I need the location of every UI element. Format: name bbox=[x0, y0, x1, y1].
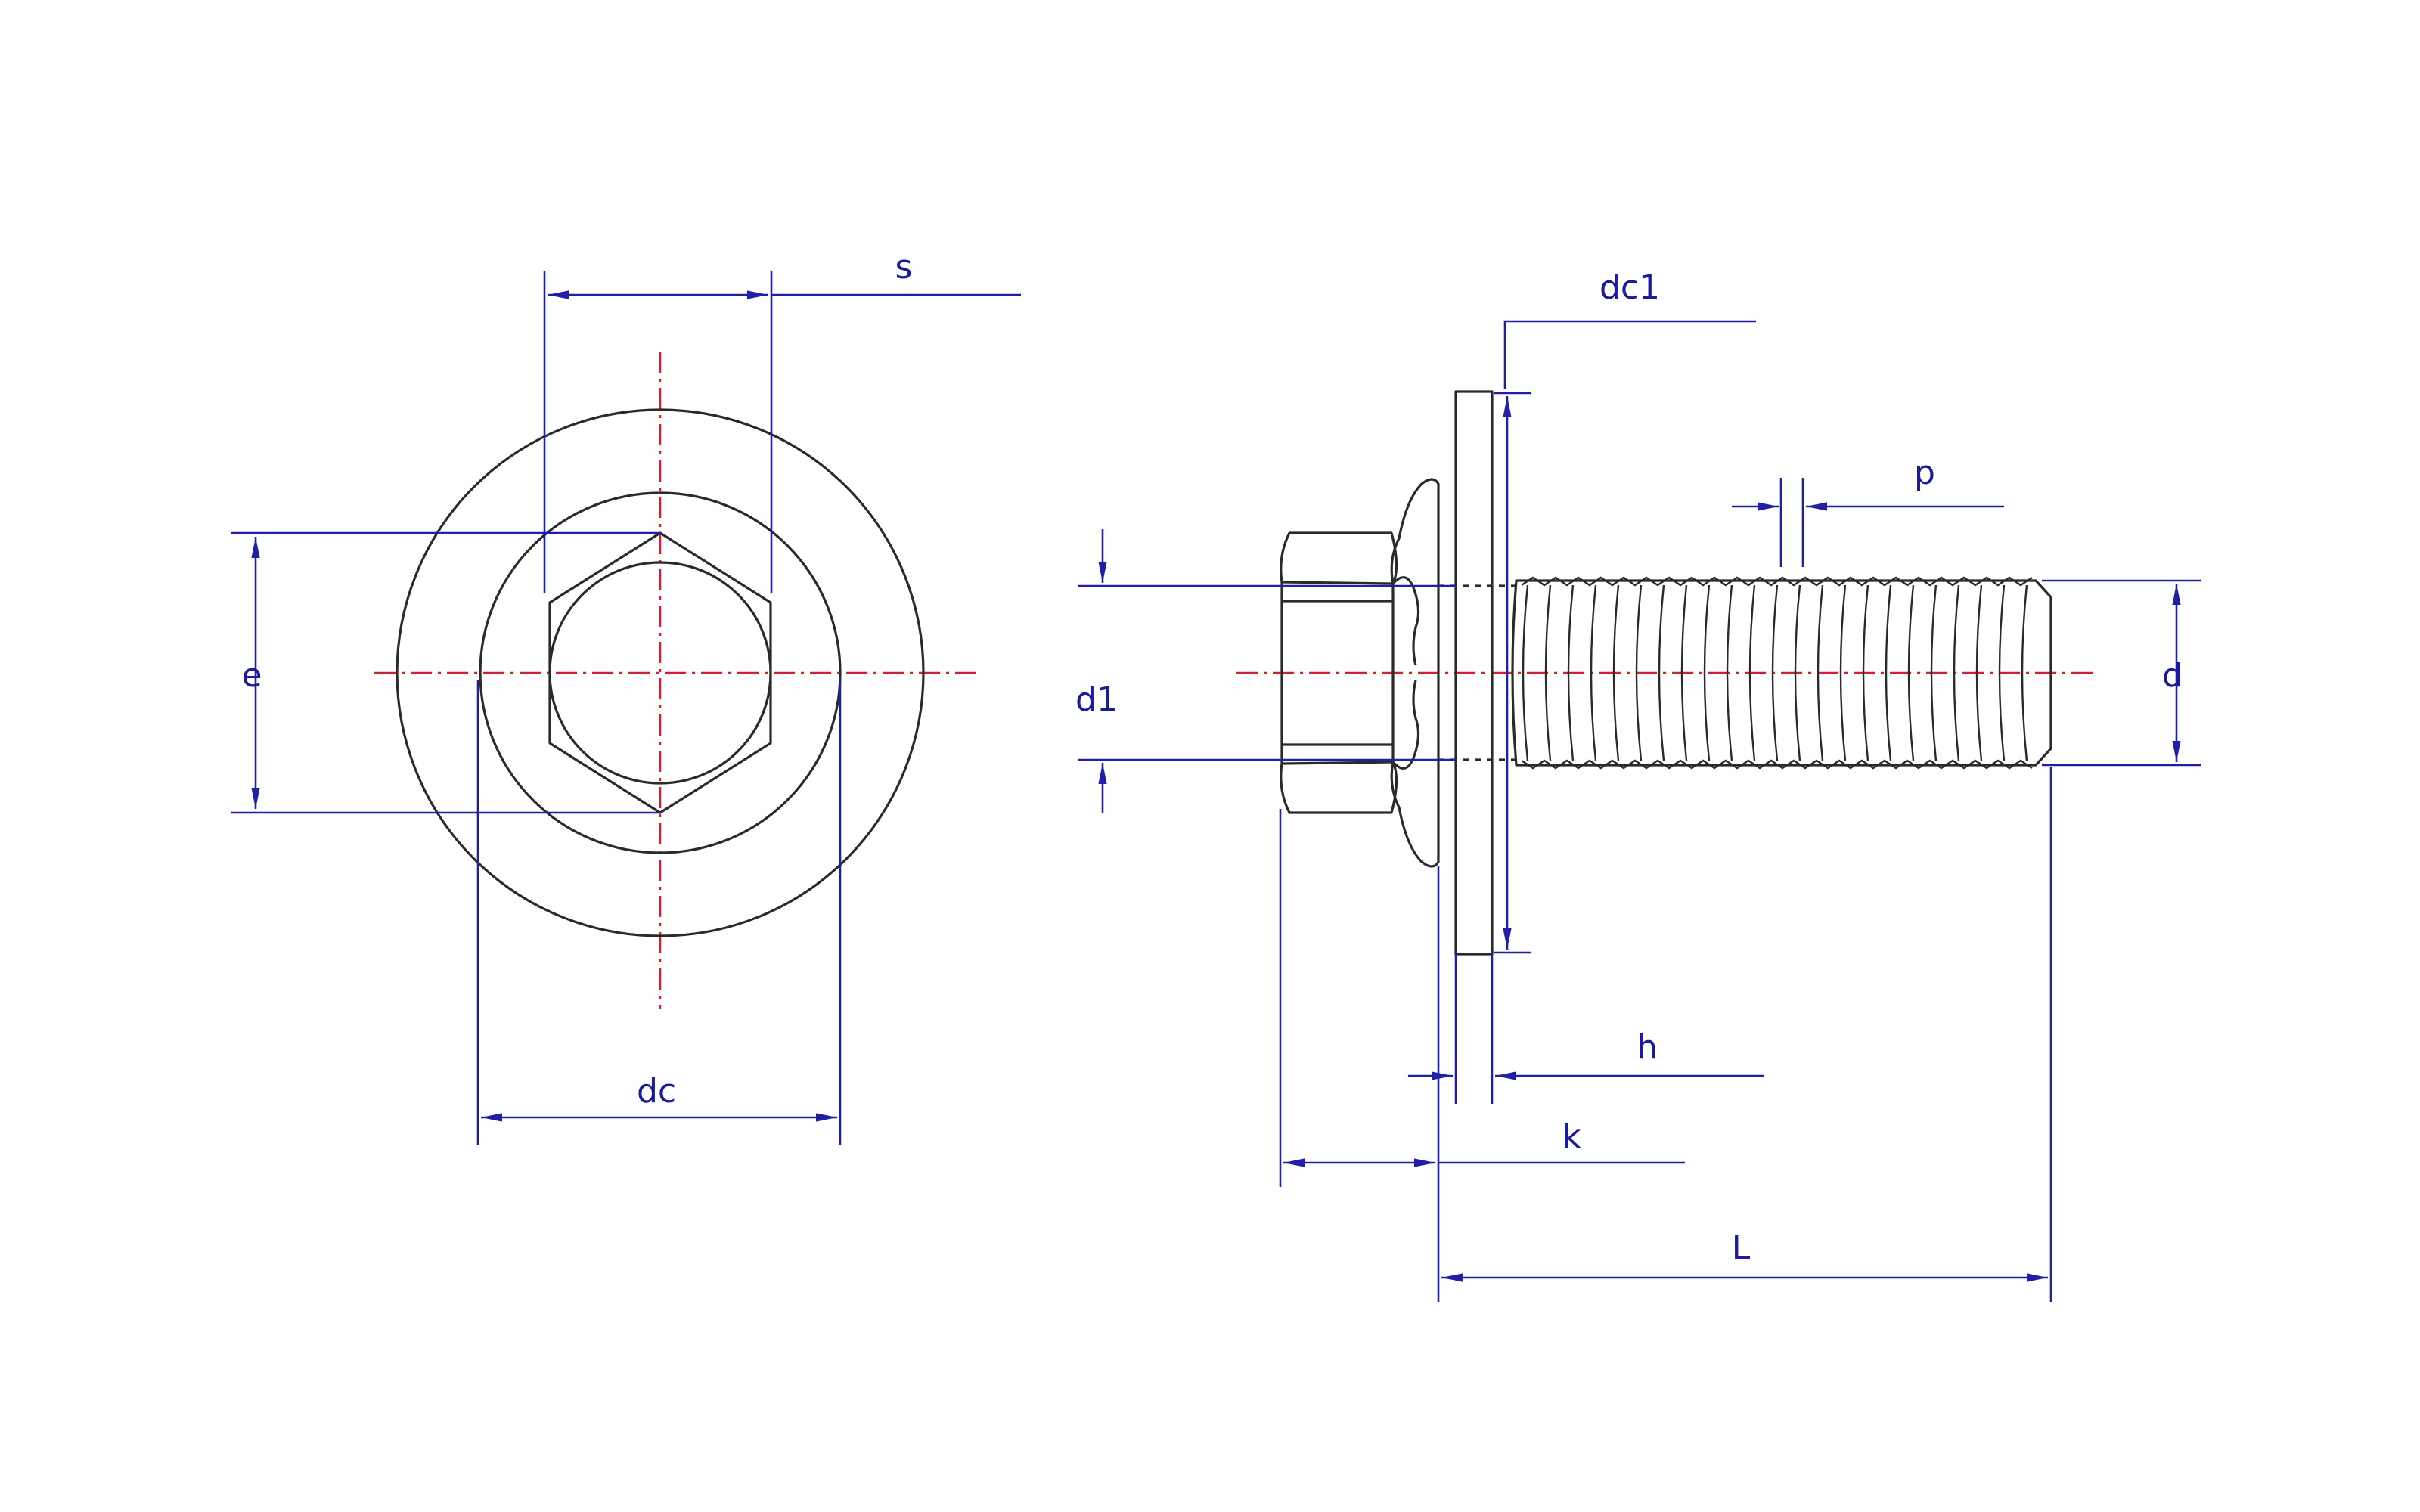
label-p: p bbox=[1914, 454, 1935, 492]
thread-line bbox=[1658, 584, 1665, 761]
thread-crests-top bbox=[1521, 576, 2033, 587]
thread-line bbox=[1771, 584, 1779, 761]
thread-line bbox=[2021, 584, 2028, 761]
label-s: s bbox=[895, 248, 913, 287]
thread-crests-bottom bbox=[1521, 759, 2033, 770]
flange-circle bbox=[479, 491, 842, 854]
label-dc1: dc1 bbox=[1599, 268, 1660, 307]
front-view: s e dc bbox=[231, 248, 1021, 1145]
thread-line bbox=[1885, 584, 1892, 761]
label-dc: dc bbox=[637, 1072, 676, 1111]
flange-wave-upper bbox=[1392, 576, 1420, 666]
thread-line bbox=[1590, 584, 1597, 761]
flange-profile bbox=[1390, 478, 1440, 868]
thread-line bbox=[1612, 584, 1620, 761]
thread-line bbox=[1522, 584, 1529, 761]
thread-line bbox=[1953, 584, 1960, 761]
thread-line bbox=[1907, 584, 1915, 761]
thread-line bbox=[1726, 584, 1733, 761]
hex-inscribed-circle bbox=[548, 561, 772, 785]
washer-outer-circle bbox=[396, 408, 925, 937]
thread-line bbox=[1680, 584, 1688, 761]
shank-outline bbox=[1511, 579, 2052, 767]
washer-profile bbox=[1454, 390, 1494, 956]
thread-line bbox=[1998, 584, 2006, 761]
flange-wave-lower bbox=[1392, 680, 1420, 770]
thread-line bbox=[1794, 584, 1801, 761]
thread-line bbox=[1703, 584, 1711, 761]
label-h: h bbox=[1637, 1028, 1658, 1067]
thread-line bbox=[1975, 584, 1983, 761]
thread-line bbox=[1635, 584, 1643, 761]
label-e: e bbox=[241, 656, 262, 695]
label-d1: d1 bbox=[1075, 680, 1118, 719]
side-view: dc1 p d1 d h k L bbox=[1075, 268, 2201, 1302]
hex-head-edge-top bbox=[1283, 581, 1394, 585]
thread-line bbox=[1930, 584, 1938, 761]
hex-head-edge-bottom bbox=[1283, 761, 1394, 765]
label-d: d bbox=[2162, 656, 2183, 695]
thread-line bbox=[1544, 584, 1552, 761]
thread-line bbox=[1862, 584, 1869, 761]
label-k: k bbox=[1562, 1117, 1581, 1156]
label-L: L bbox=[1732, 1228, 1751, 1267]
thread-line bbox=[1748, 584, 1756, 761]
thread-line bbox=[1817, 584, 1824, 761]
thread-line bbox=[1839, 584, 1847, 761]
dc1-leader bbox=[1503, 320, 1756, 389]
thread-lines bbox=[1522, 584, 2028, 761]
thread-line bbox=[1567, 584, 1575, 761]
